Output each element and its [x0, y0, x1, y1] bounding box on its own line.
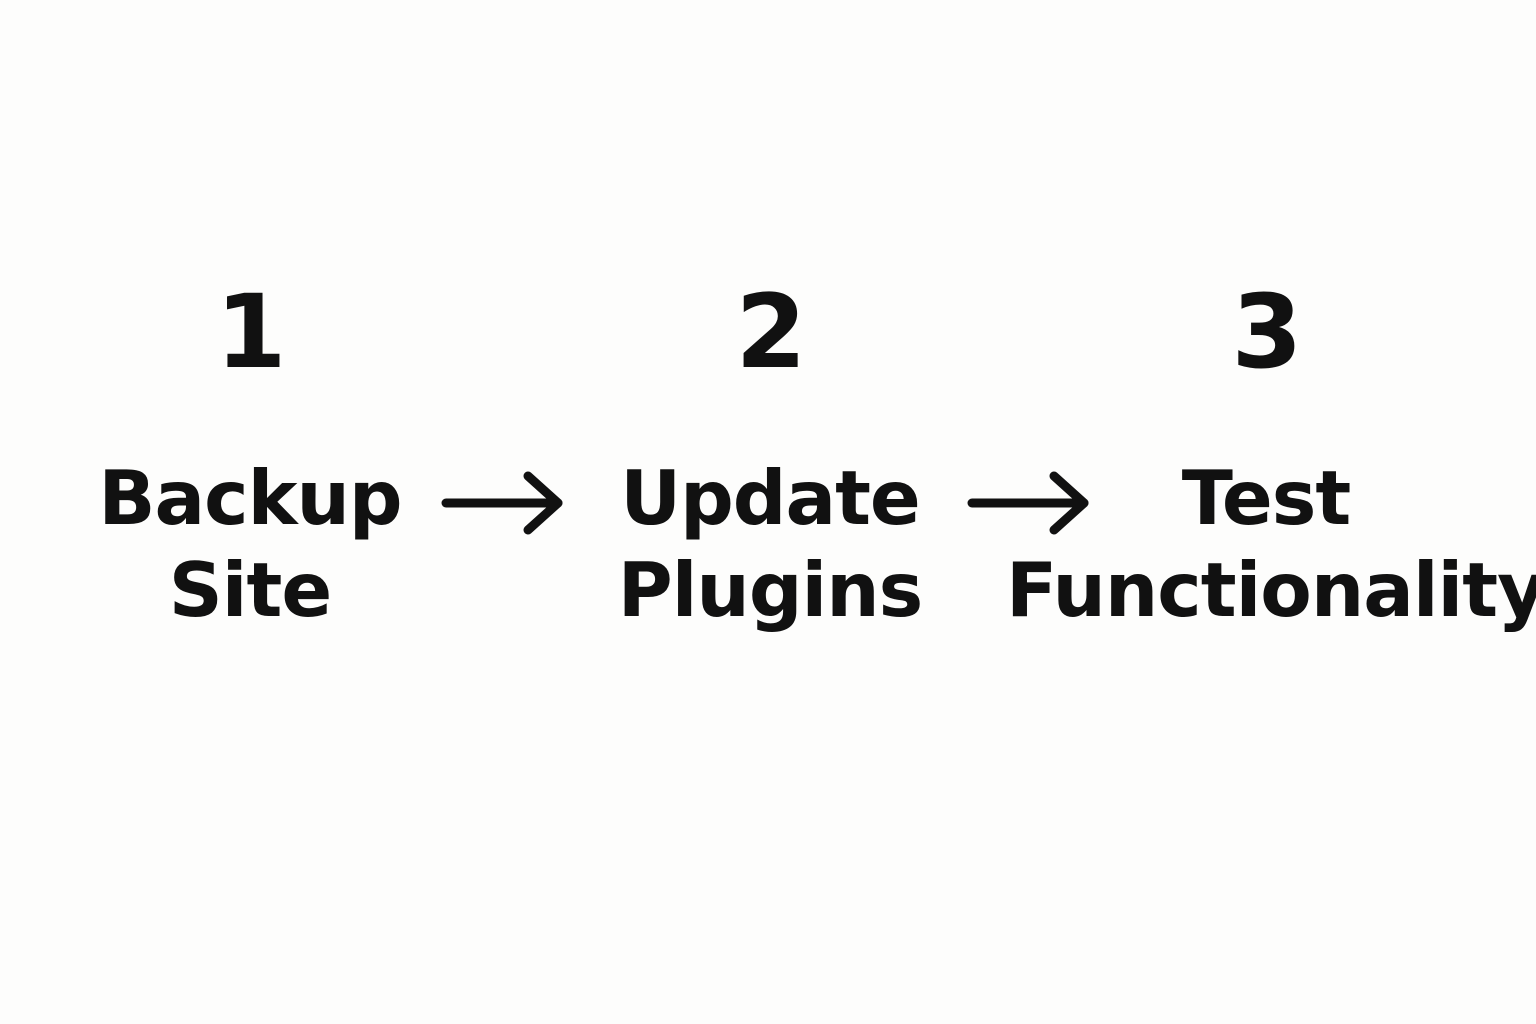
step-label-line: Functionality [1006, 546, 1536, 634]
step-number: 3 [1231, 273, 1303, 392]
step-label-line: Update [620, 454, 921, 542]
step-label-line: Backup [98, 454, 402, 542]
step-backup-site: 1 Backup Site [0, 282, 510, 636]
step-label: Backup Site [0, 452, 510, 636]
step-label-line: Site [168, 546, 332, 634]
step-label: Test Functionality [1006, 452, 1536, 636]
step-test-functionality: 3 Test Functionality [1006, 273, 1536, 636]
step-update-plugins: 2 Update Plugins [510, 282, 1030, 636]
step-label: Update Plugins [510, 452, 1030, 636]
step-number: 2 [735, 273, 807, 392]
right-arrow-icon [966, 468, 1096, 538]
step-number: 1 [215, 273, 287, 392]
step-label-line: Plugins [617, 546, 924, 634]
right-arrow-icon [440, 468, 570, 538]
step-label-line: Test [1181, 454, 1352, 542]
